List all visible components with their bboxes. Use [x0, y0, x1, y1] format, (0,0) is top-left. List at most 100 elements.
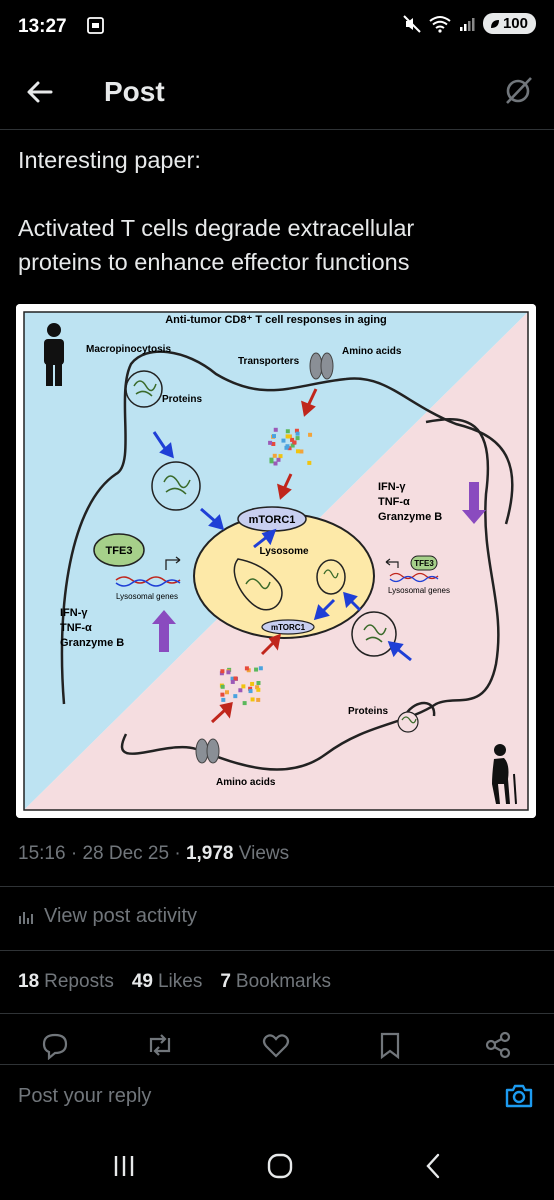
amino-acid-square [295, 436, 300, 441]
amino-acids-top-label: Amino acids [342, 346, 402, 357]
views-count: 1,978 [185, 843, 234, 864]
young-person-icon [44, 323, 64, 386]
dna-right-icon [389, 572, 439, 580]
amino-acid-square [269, 459, 274, 464]
stats-divider [0, 1013, 554, 1014]
post-text-line-2: Activated T cells degrade extracellular [18, 215, 415, 241]
lower-macropinocytosis-cup [404, 701, 436, 717]
back-arrow-icon[interactable] [24, 76, 56, 108]
status-icons: 100 [403, 13, 536, 34]
amino-acid-square [285, 429, 290, 434]
meta-divider [0, 886, 554, 887]
protein-vesicle-top [125, 370, 163, 408]
view-post-activity-link[interactable]: View post activity [18, 905, 197, 928]
view-post-activity-label: View post activity [44, 905, 198, 927]
post-image[interactable]: Anti-tumor CD8⁺ T cell responses in agin… [16, 304, 536, 818]
amino-acid-square [284, 445, 289, 450]
tfe3-left-label: TFE3 [106, 545, 133, 557]
mtorc1-main-label: mTORC1 [249, 514, 296, 526]
amino-acid-square [256, 680, 261, 685]
elderly-person-icon [492, 744, 517, 805]
amino-acid-square [271, 441, 276, 446]
home-icon[interactable] [264, 1150, 296, 1182]
post-date: 28 Dec 25 [82, 843, 170, 864]
like-icon[interactable] [261, 1030, 291, 1060]
amino-acid-square [255, 685, 260, 690]
amino-acid-square [273, 427, 278, 432]
amino-acid-square [290, 443, 295, 448]
amino-acid-square [258, 666, 263, 671]
blue-arrows [152, 431, 412, 662]
reposts-count: 18 [18, 971, 40, 992]
amino-acid-square [295, 431, 300, 436]
amino-acid-square [220, 692, 225, 697]
autophagosome-inner [233, 558, 283, 611]
purple-down-arrow [462, 482, 486, 524]
grok-icon[interactable] [503, 74, 535, 106]
amino-acid-square [268, 440, 273, 445]
tfe3-right-label: TFE3 [414, 559, 434, 568]
lysosome-label: Lysosome [259, 546, 309, 557]
screen-record-icon [87, 17, 104, 34]
post-text-line-1: Interesting paper: [18, 147, 201, 173]
amino-acid-square [224, 690, 229, 695]
amino-acid-square [295, 449, 300, 454]
back-nav-icon[interactable] [418, 1150, 450, 1182]
amino-acid-square [233, 694, 238, 699]
transporter-bottom-icon [195, 738, 220, 764]
lysosomal-genes-right-label: Lysosomal genes [388, 586, 450, 595]
mute-icon [403, 14, 421, 33]
amino-acid-square [241, 684, 246, 689]
ifn-gamma-right-label: IFN-γ [378, 481, 406, 493]
post-actions [0, 1030, 554, 1064]
purple-up-arrow [152, 610, 176, 652]
repost-icon[interactable] [145, 1030, 175, 1060]
amino-acid-square [220, 684, 225, 689]
amino-acid-square [292, 440, 297, 445]
reply-icon[interactable] [40, 1030, 70, 1060]
reply-input[interactable]: Post your reply [18, 1085, 152, 1107]
bookmarks-label: Bookmarks [235, 971, 331, 992]
proteins-bottom-label: Proteins [348, 706, 388, 717]
bookmark-icon[interactable] [375, 1030, 405, 1060]
amino-acid-square [230, 679, 235, 684]
views-label: Views [233, 843, 290, 864]
share-icon[interactable] [483, 1030, 513, 1060]
amino-acid-square [308, 432, 313, 437]
amino-acid-square [242, 701, 247, 706]
amino-acid-square [233, 676, 238, 681]
amino-acid-square [220, 669, 225, 674]
lysosome-body [193, 513, 375, 639]
figure-title: Anti-tumor CD8⁺ T cell responses in agin… [165, 314, 387, 326]
tfe3-right-badge [410, 555, 438, 571]
amino-acid-square [276, 457, 281, 462]
amino-acid-square [221, 697, 226, 702]
amino-acid-square [299, 449, 304, 454]
amino-acid-square [226, 670, 231, 675]
leaf-icon [490, 19, 499, 28]
header-divider [0, 129, 554, 130]
protein-vesicle-lower [351, 611, 397, 657]
amino-acid-square [256, 687, 261, 692]
amino-acids-bottom-label: Amino acids [216, 777, 276, 788]
protein-vesicle-bottom [397, 711, 419, 733]
red-arrows [210, 388, 318, 724]
amino-acid-square [248, 689, 253, 694]
signal-icon [459, 17, 475, 31]
amino-acid-square [307, 460, 312, 465]
proteins-top-label: Proteins [162, 394, 202, 405]
camera-icon[interactable] [503, 1080, 535, 1112]
recent-apps-icon[interactable] [108, 1150, 140, 1182]
transporters-label: Transporters [238, 356, 300, 367]
amino-acid-square [230, 676, 235, 681]
protein-vesicle-mid [151, 461, 201, 511]
vesicle-fusing [316, 559, 346, 595]
ifn-gamma-left-label: IFN-γ [60, 607, 88, 619]
meta-separator: · [65, 843, 83, 864]
likes-count: 49 [131, 971, 153, 992]
amino-acid-square [244, 666, 249, 671]
